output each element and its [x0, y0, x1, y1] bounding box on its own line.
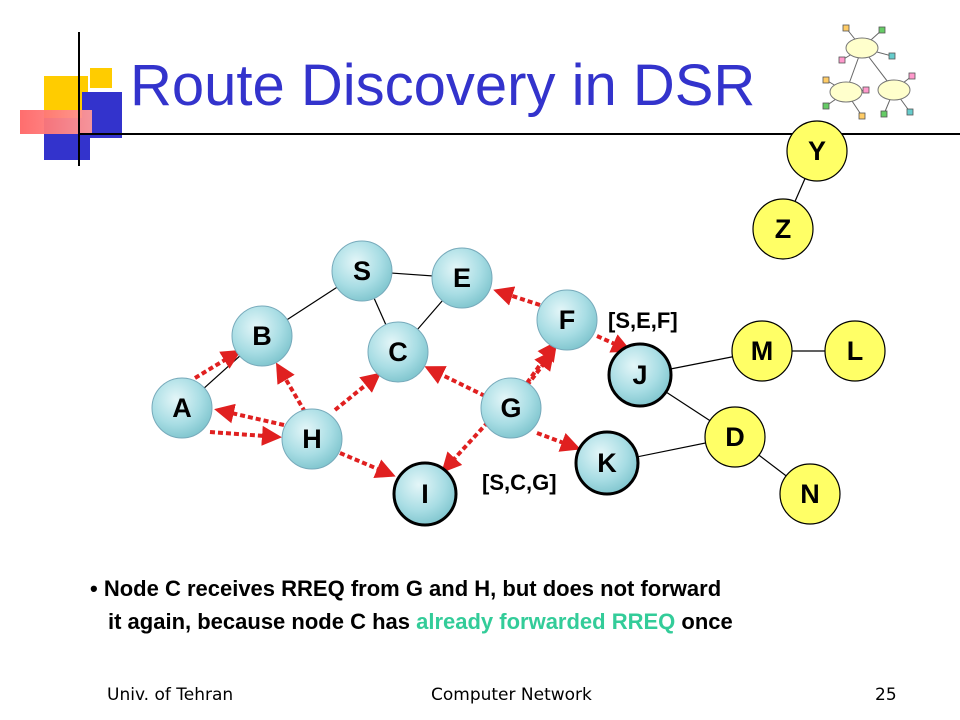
- explanation-bullet: • Node C receives RREQ from G and H, but…: [90, 572, 930, 638]
- node-I: I: [392, 461, 458, 527]
- rreq-arrow-F-E: [493, 286, 541, 307]
- node-D: D: [704, 406, 766, 468]
- unreached-nodes: Y Z M L D N: [704, 120, 886, 525]
- rreq-arrow-A-H: [209, 425, 282, 446]
- node-K: K: [574, 430, 640, 496]
- node-S: S: [331, 240, 393, 302]
- svg-text:F: F: [559, 305, 576, 335]
- corner-squares-decoration: [0, 0, 130, 170]
- node-A: A: [151, 377, 213, 439]
- svg-text:E: E: [453, 263, 471, 293]
- rreq-arrow-H-B: [275, 362, 307, 414]
- svg-text:S: S: [353, 256, 371, 286]
- rreq-arrow-H-A: [214, 403, 285, 427]
- rreq-arrows: [193, 286, 632, 478]
- rreq-arrow-G-C: [424, 366, 486, 398]
- footer-course: Computer Network: [431, 685, 592, 705]
- bullet-text-line1: Node C receives RREQ from G and H, but d…: [103, 576, 722, 601]
- bullet-highlight: already forwarded RREQ: [416, 609, 676, 634]
- path-label-scg: [S,C,G]: [482, 470, 557, 495]
- node-F: F: [536, 289, 598, 351]
- svg-text:J: J: [632, 360, 647, 390]
- network-nodes: S E F B C J A G H K I: [151, 240, 673, 527]
- node-L: L: [824, 320, 886, 382]
- rreq-arrow-G-I: [441, 420, 490, 473]
- svg-text:K: K: [597, 448, 617, 478]
- node-C: C: [367, 321, 429, 383]
- svg-text:B: B: [252, 321, 272, 351]
- rreq-arrow-G-Kr: [536, 431, 581, 452]
- node-J: J: [607, 342, 673, 408]
- svg-text:Y: Y: [808, 136, 826, 166]
- page-number: 25: [875, 685, 897, 705]
- rreq-arrow-H-I: [339, 451, 396, 478]
- path-label-sef: [S,E,F]: [608, 308, 678, 333]
- node-G: G: [480, 377, 542, 439]
- node-N: N: [779, 463, 841, 525]
- title-vertical-rule: [78, 32, 80, 166]
- rreq-arrow-A-B: [193, 349, 242, 380]
- bullet-marker: •: [90, 576, 98, 601]
- node-M: M: [731, 320, 793, 382]
- svg-text:I: I: [421, 479, 429, 509]
- svg-text:L: L: [847, 336, 864, 366]
- bullet-text-line2: it again, because node C has already for…: [90, 605, 930, 638]
- page-title: Route Discovery in DSR: [130, 53, 756, 118]
- svg-text:A: A: [172, 393, 192, 423]
- svg-text:M: M: [751, 336, 774, 366]
- bullet-text-line2-start: it again, because node C has: [108, 609, 417, 634]
- node-Y: Y: [786, 120, 848, 182]
- network-cloud-icon: [822, 24, 916, 120]
- rreq-arrow-H-C: [333, 372, 382, 412]
- title-rule: [78, 133, 960, 135]
- node-E: E: [431, 247, 493, 309]
- svg-text:H: H: [302, 424, 322, 454]
- node-Z: Z: [752, 198, 814, 260]
- node-H: H: [281, 408, 343, 470]
- footer-university: Univ. of Tehran: [107, 685, 234, 705]
- svg-text:D: D: [725, 422, 745, 452]
- svg-text:Z: Z: [775, 214, 792, 244]
- svg-text:G: G: [500, 393, 521, 423]
- node-B: B: [231, 305, 293, 367]
- bullet-text-end: once: [675, 609, 733, 634]
- svg-text:C: C: [388, 337, 408, 367]
- svg-text:N: N: [800, 479, 820, 509]
